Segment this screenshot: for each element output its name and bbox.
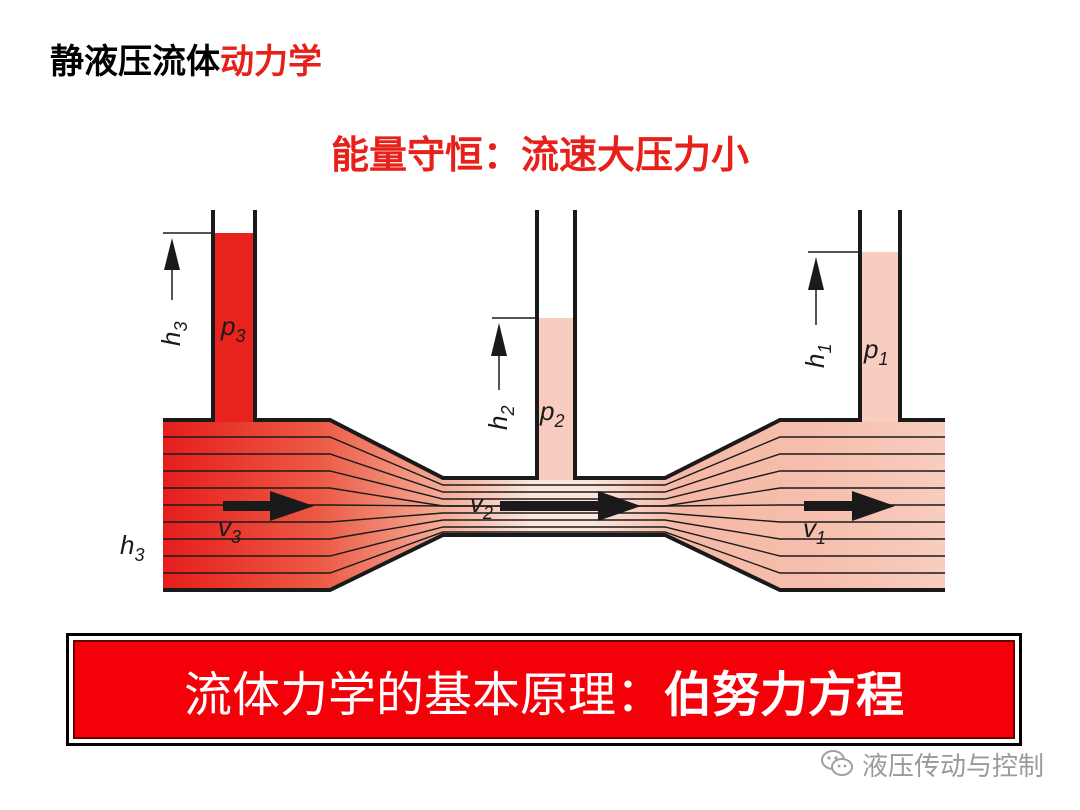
streamlines (163, 436, 945, 574)
velocity-arrow-1 (804, 491, 895, 521)
label-h3-vertical: h3 (156, 322, 191, 346)
label-p1: p1 (863, 334, 888, 369)
principle-banner: 流体力学的基本原理：伯努力方程 (66, 633, 1022, 746)
watermark: 液压传动与控制 (820, 744, 1044, 784)
level-lines (163, 232, 860, 319)
banner-text-bold: 伯努力方程 (664, 666, 905, 723)
column1-fluid (860, 252, 900, 422)
velocity-arrow-2 (500, 491, 641, 521)
principle-banner-inner: 流体力学的基本原理：伯努力方程 (73, 640, 1015, 739)
label-v2: v2 (470, 488, 493, 523)
page-title: 静液压流体动力学 (50, 34, 322, 83)
label-h2-vertical: h2 (483, 406, 518, 430)
height-arrow-2 (491, 323, 507, 390)
height-arrow-1 (808, 257, 824, 325)
label-p3: p3 (220, 311, 245, 346)
velocity-arrow-3 (223, 491, 314, 521)
title-part-black: 静液压流体 (50, 42, 220, 82)
column2-fluid (537, 318, 575, 480)
label-h1-vertical: h1 (800, 344, 835, 368)
pipe-outline (163, 210, 945, 592)
column3-fluid (213, 233, 255, 422)
title-part-red: 动力学 (220, 42, 322, 82)
label-v1: v1 (803, 513, 826, 548)
label-v3: v3 (218, 512, 241, 547)
label-h3-side: h3 (120, 530, 144, 565)
height-arrow-3 (164, 238, 180, 300)
subtitle: 能量守恒：流速大压力小 (330, 133, 749, 177)
watermark-text: 液压传动与控制 (862, 751, 1045, 782)
banner-text-plain: 流体力学的基本原理： (183, 666, 664, 723)
label-p2: p2 (539, 396, 564, 431)
wechat-icon (821, 750, 853, 776)
